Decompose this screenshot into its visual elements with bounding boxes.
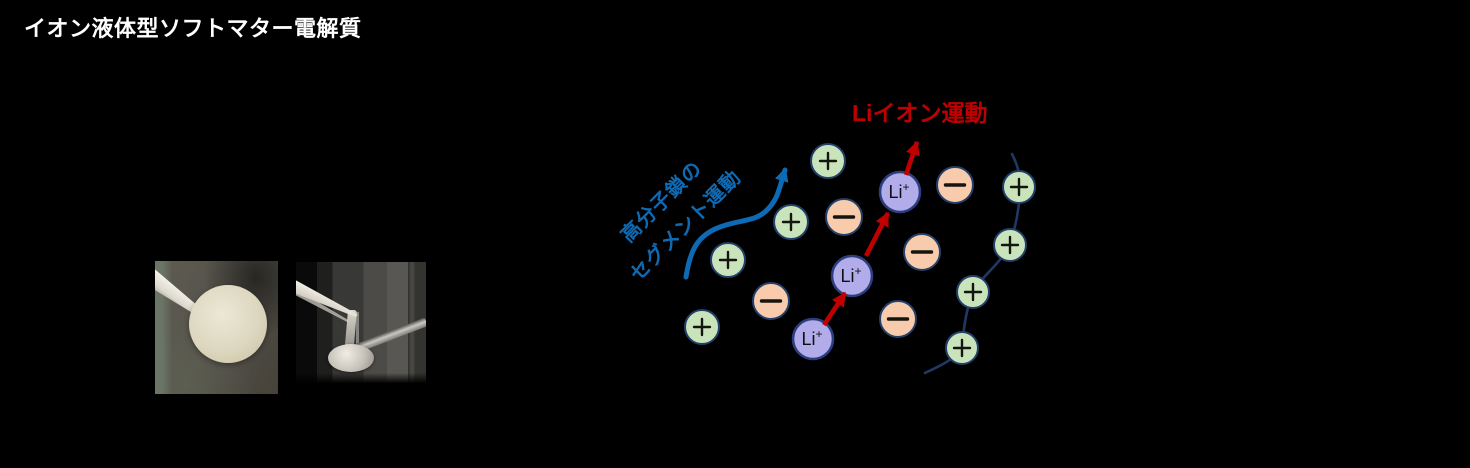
li-ion-motion-label: Liイオン運動	[852, 100, 987, 126]
electrolyte-disc-photo	[155, 261, 278, 394]
li-ion-label: Li+	[840, 264, 861, 286]
ions-layer: Li+ Li+ Li+	[684, 143, 1036, 365]
li-hop-arrow	[863, 211, 891, 258]
electrolyte-disc	[189, 285, 267, 363]
li-ion-circle	[878, 170, 922, 214]
li-ion-label: Li+	[888, 180, 909, 202]
li-hop-arrow	[822, 291, 847, 327]
li-ion-circle	[830, 254, 874, 298]
li-ion-label: Li+	[801, 327, 822, 349]
gel-blob	[328, 344, 374, 372]
gel-strand-thin	[356, 312, 359, 352]
li-hop-arrow	[903, 140, 920, 176]
page-title: イオン液体型ソフトマター電解質	[24, 16, 362, 41]
segment-motion-arrow	[683, 167, 789, 280]
stretched-gel-photo	[296, 262, 426, 394]
li-ion-circle	[791, 317, 835, 361]
red-arrows-layer	[822, 140, 920, 327]
